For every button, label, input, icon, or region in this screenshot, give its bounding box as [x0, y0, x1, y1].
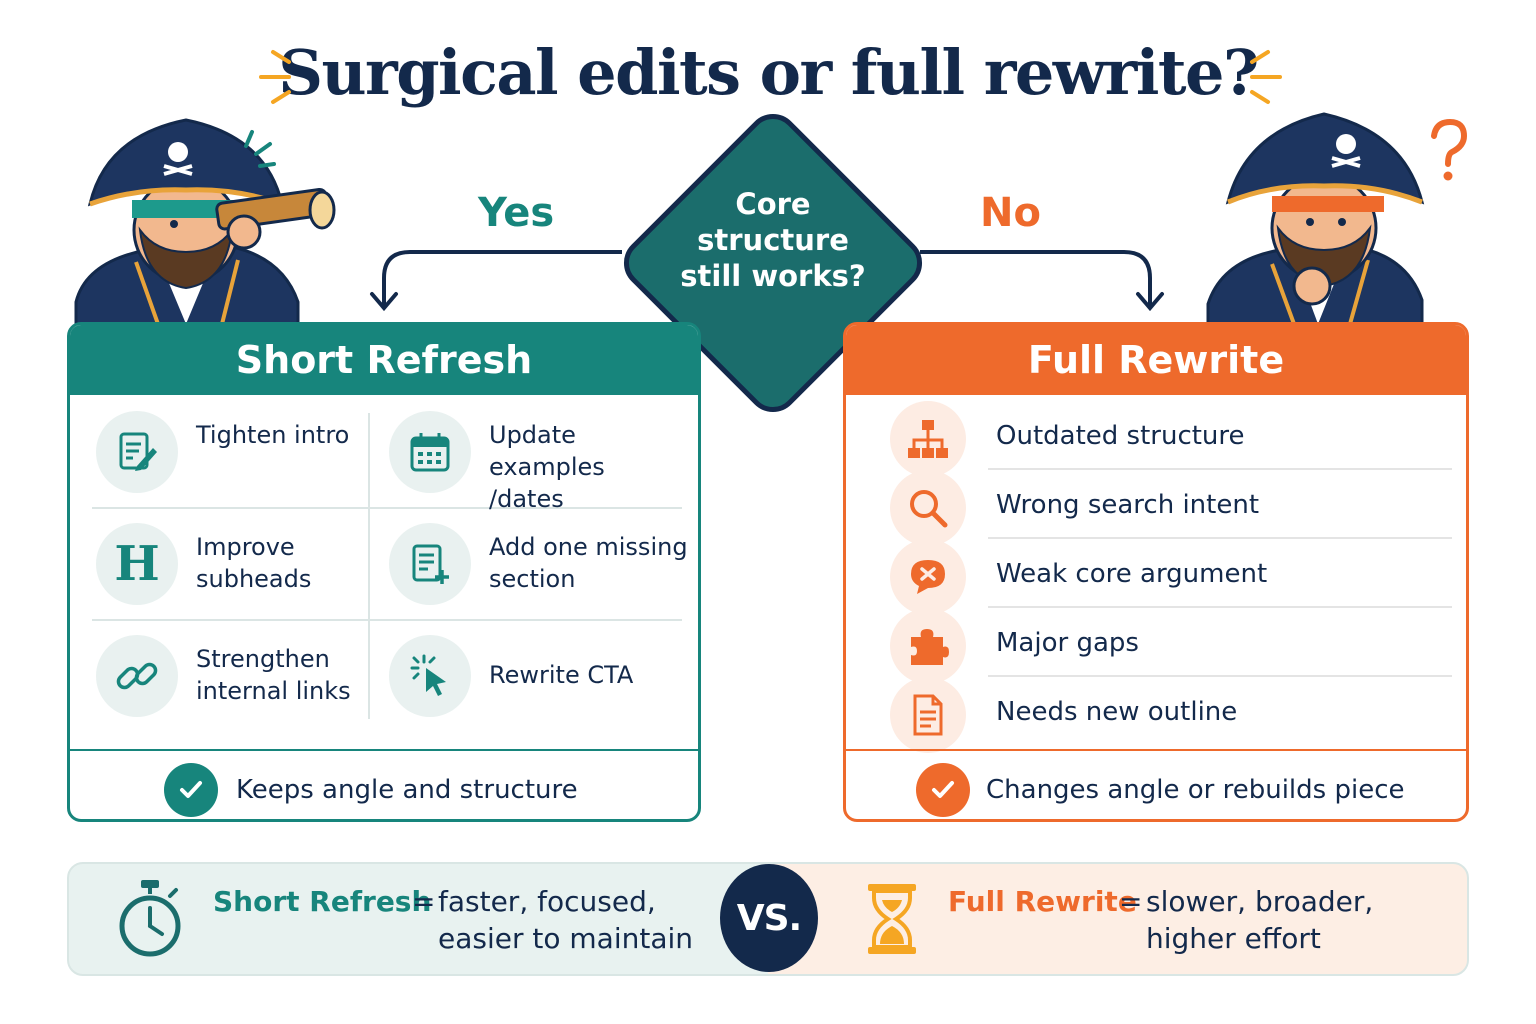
refresh-item-label: Strengthen internal links [196, 645, 351, 705]
document-edit-icon [96, 411, 178, 493]
full-rewrite-footer: Changes angle or rebuilds piece [986, 775, 1405, 805]
refresh-item: Tighten intro [70, 397, 370, 507]
refresh-item-label: Improve subheads [196, 533, 312, 593]
panel-footer-divider [846, 749, 1466, 751]
page-title: Surgical edits or full rewrite? [278, 36, 1259, 109]
refresh-item: Strengthen internal links [70, 621, 370, 731]
full-rewrite-title: Full Rewrite [846, 325, 1466, 395]
short-refresh-panel: Short Refresh Tighten intro Update examp… [67, 322, 701, 822]
speech-bubble-x-icon [890, 539, 966, 615]
grid-divider [368, 413, 370, 719]
comparison-right-equals: = [1119, 885, 1143, 918]
comparison-left-name: Short Refresh [213, 885, 432, 918]
pirate-thinking-illustration [1206, 112, 1425, 324]
rewrite-item-label: Outdated structure [996, 421, 1245, 451]
list-divider [988, 537, 1452, 539]
refresh-item: Rewrite CTA [363, 621, 663, 731]
left-spark-decoration [259, 50, 291, 104]
no-label: No [980, 190, 1041, 236]
list-divider [988, 606, 1452, 608]
rewrite-item-label: Major gaps [996, 628, 1139, 658]
rewrite-item-label: Needs new outline [996, 697, 1238, 727]
heading-glyph: H [114, 536, 160, 592]
rewrite-item: Weak core argument [846, 539, 1466, 615]
check-icon [164, 763, 218, 817]
alert-marks-icon [244, 130, 276, 168]
rewrite-item: Outdated structure [846, 401, 1466, 477]
heading-icon: H [96, 523, 178, 605]
search-icon [890, 470, 966, 546]
list-divider [988, 675, 1452, 677]
hierarchy-icon [890, 401, 966, 477]
vs-badge: VS. [720, 864, 818, 972]
stopwatch-icon [119, 880, 181, 957]
refresh-item-label: Update examples /dates [489, 421, 605, 513]
short-refresh-title: Short Refresh [70, 325, 698, 395]
hourglass-icon [868, 884, 916, 954]
refresh-item-label: Add one missing section [489, 533, 688, 593]
pirate-spyglass-illustration [74, 118, 336, 324]
puzzle-piece-icon [890, 608, 966, 684]
short-refresh-footer: Keeps angle and structure [236, 775, 578, 805]
decision-arrows [370, 250, 1164, 312]
document-icon [890, 677, 966, 753]
comparison-left-equals: = [412, 885, 436, 918]
grid-divider [92, 507, 682, 509]
yes-label: Yes [478, 190, 555, 236]
rewrite-item-label: Weak core argument [996, 559, 1268, 589]
list-divider [988, 468, 1452, 470]
decision-question: Core structure still works? [680, 187, 866, 293]
full-rewrite-panel: Full Rewrite Outdated structure Wrong se… [843, 322, 1469, 822]
calendar-icon [389, 411, 471, 493]
refresh-item-label: Tighten intro [196, 421, 350, 449]
right-spark-decoration [1250, 50, 1282, 104]
comparison-left-desc: faster, focused, easier to maintain [438, 885, 694, 955]
cursor-click-icon [389, 635, 471, 717]
check-icon [916, 763, 970, 817]
refresh-item: Update examples /dates [363, 397, 663, 513]
refresh-item: Add one missing section [363, 509, 688, 619]
grid-divider [92, 619, 682, 621]
comparison-right-desc: slower, broader, higher effort [1146, 885, 1374, 955]
refresh-item: H Improve subheads [70, 509, 370, 619]
rewrite-item: Needs new outline [846, 677, 1466, 753]
refresh-item-label: Rewrite CTA [489, 661, 634, 689]
rewrite-item: Major gaps [846, 608, 1466, 684]
comparison-right-name: Full Rewrite [948, 885, 1137, 918]
question-mark-icon [1431, 118, 1468, 181]
document-add-icon [389, 523, 471, 605]
panel-footer-divider [70, 749, 698, 751]
rewrite-item: Wrong search intent [846, 470, 1466, 546]
rewrite-item-label: Wrong search intent [996, 490, 1260, 520]
link-icon [96, 635, 178, 717]
